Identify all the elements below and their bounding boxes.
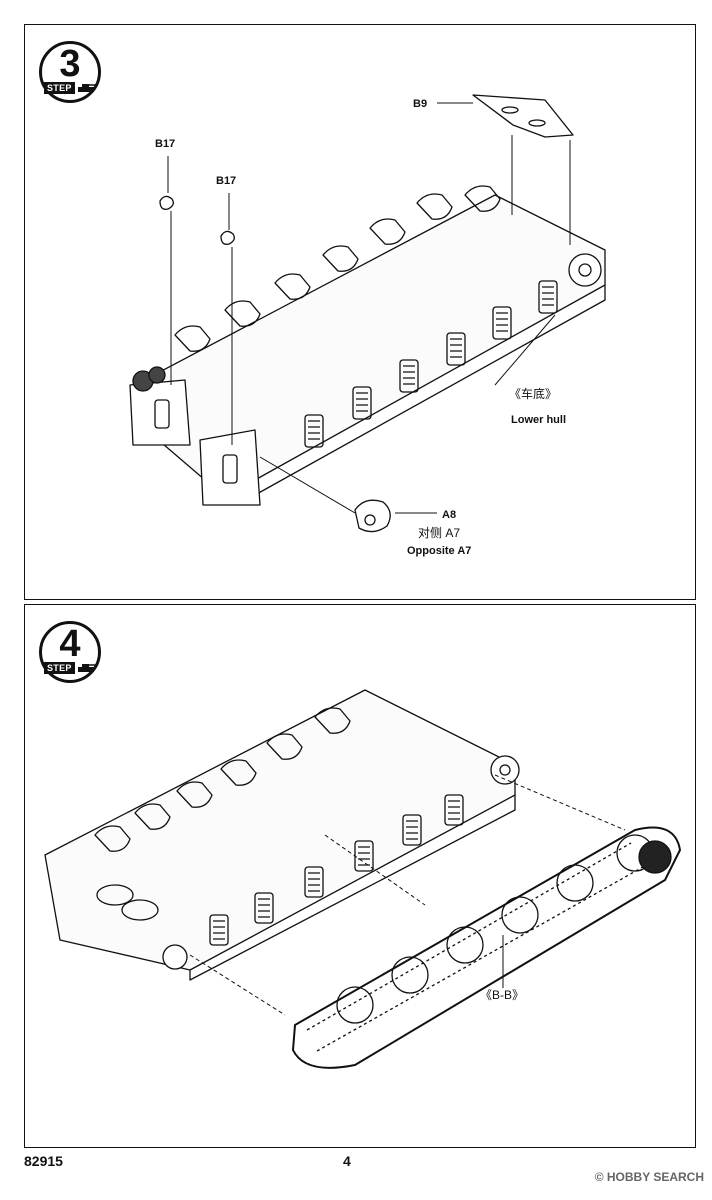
tank-icon	[78, 664, 97, 672]
label-a7-cn: 对侧 A7	[418, 526, 461, 540]
step-3-badge: 3 STEP	[39, 41, 101, 103]
b9-plate	[472, 94, 574, 138]
hull-front-right-block	[199, 429, 261, 506]
step-4-word: STEP	[44, 662, 75, 674]
step-4-illustration	[44, 689, 681, 1069]
page-number: 4	[343, 1153, 351, 1169]
step-4-badge: 4 STEP	[39, 621, 101, 683]
label-b17-left: B17	[155, 138, 176, 150]
tank-icon	[78, 84, 97, 92]
label-hull-cn: 《车底》	[509, 387, 558, 401]
upper-suspension-row	[174, 185, 501, 352]
label-b9: B9	[413, 98, 428, 110]
hull-top-face	[134, 194, 606, 481]
product-code: 82915	[24, 1153, 63, 1169]
lower-suspension-row	[304, 280, 558, 448]
b17-left-part	[159, 195, 174, 210]
drive-sprocket	[638, 840, 672, 874]
step-3-number: 3	[59, 43, 81, 85]
upper-suspension-row	[94, 707, 351, 852]
a8-leader	[259, 456, 356, 514]
hull-leader	[494, 314, 556, 386]
watermark: © HOBBY SEARCH	[594, 1170, 704, 1184]
hull-side	[189, 795, 516, 981]
step-4-panel: 4 STEP	[24, 604, 696, 1148]
step-3-panel: 3 STEP	[24, 24, 696, 600]
step-3-word: STEP	[44, 82, 75, 94]
hull-front-left-block	[129, 379, 191, 446]
hull-top-face	[44, 689, 516, 971]
label-hull-en: Lower hull	[511, 414, 566, 426]
step-3-illustration	[129, 94, 606, 533]
track-assembly	[292, 826, 681, 1069]
front-sprocket-part	[132, 366, 166, 392]
b17-right-part	[220, 230, 235, 245]
label-track-bb: 《B-B》	[480, 988, 525, 1002]
step-4-number: 4	[59, 623, 81, 665]
label-a7-en: Opposite A7	[407, 545, 472, 557]
label-a8: A8	[442, 509, 457, 521]
label-b17-right: B17	[216, 175, 237, 187]
